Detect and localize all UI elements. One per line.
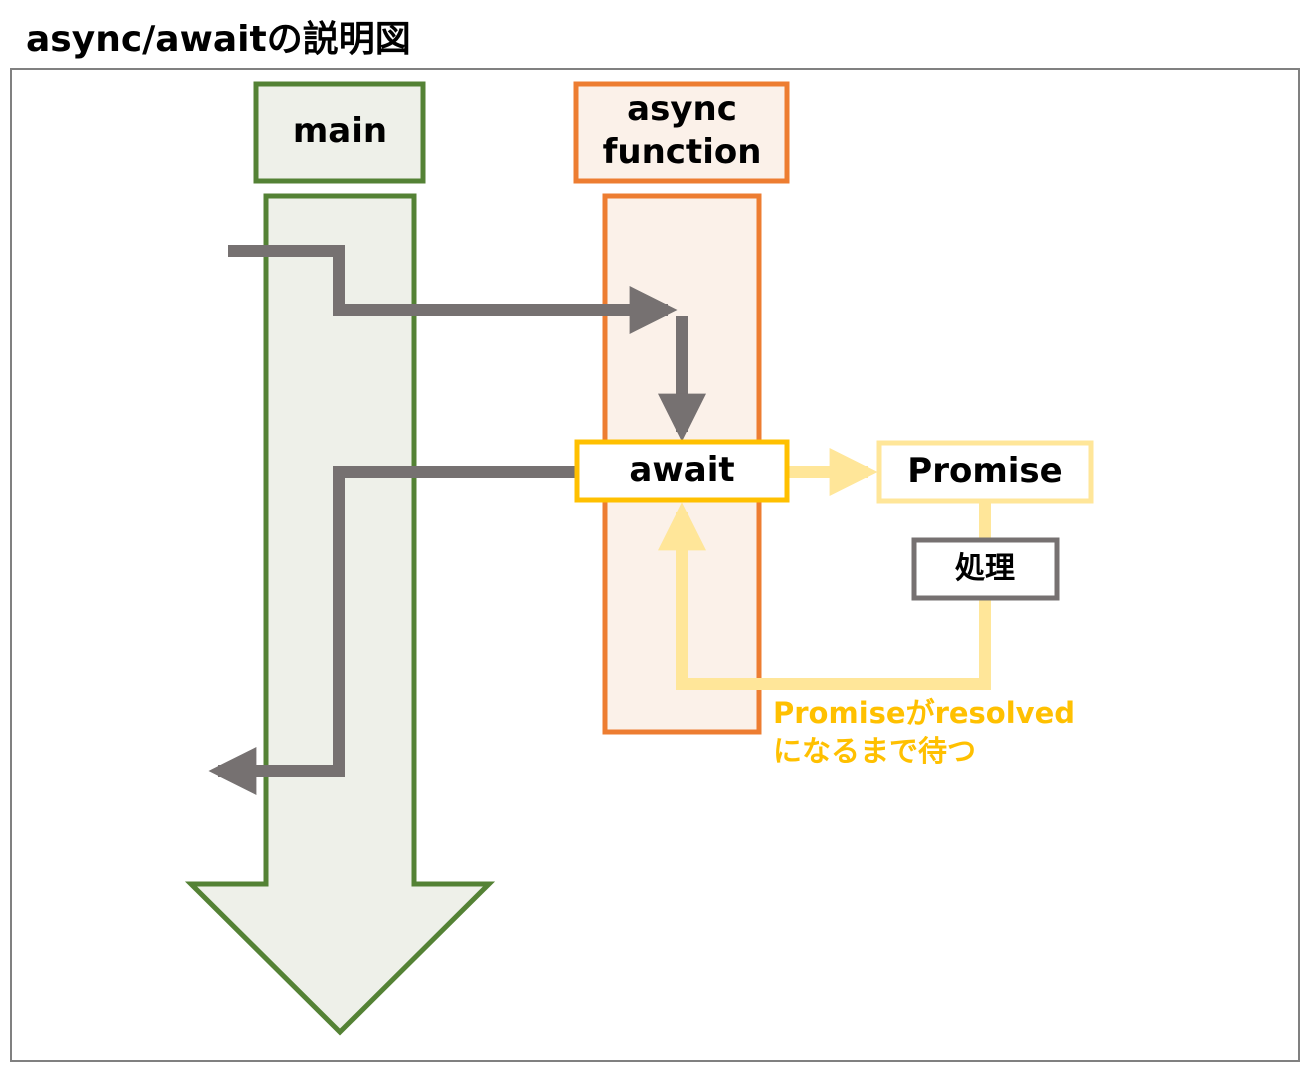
call-arrow	[228, 245, 678, 334]
main-label: main	[293, 111, 387, 151]
promise-box	[876, 440, 1094, 504]
wait-note-line1: Promiseがresolved	[773, 696, 1075, 730]
async-function-label-line1: async	[627, 89, 737, 129]
diagram-frame	[10, 68, 1300, 1062]
promise-label: Promise	[907, 451, 1062, 491]
resolve-return-arrow	[658, 502, 991, 690]
await-box	[574, 439, 790, 503]
main-header-box	[253, 81, 426, 184]
wait-note-line2: になるまで待つ	[773, 734, 976, 768]
process-box	[911, 537, 1060, 601]
async-function-header-box	[573, 81, 790, 184]
async-function-label-line2: function	[603, 132, 762, 172]
page-title: async/awaitの説明図	[26, 19, 411, 60]
await-label: await	[629, 450, 734, 490]
process-label: 処理	[955, 551, 1015, 586]
return-arrow	[208, 466, 577, 795]
